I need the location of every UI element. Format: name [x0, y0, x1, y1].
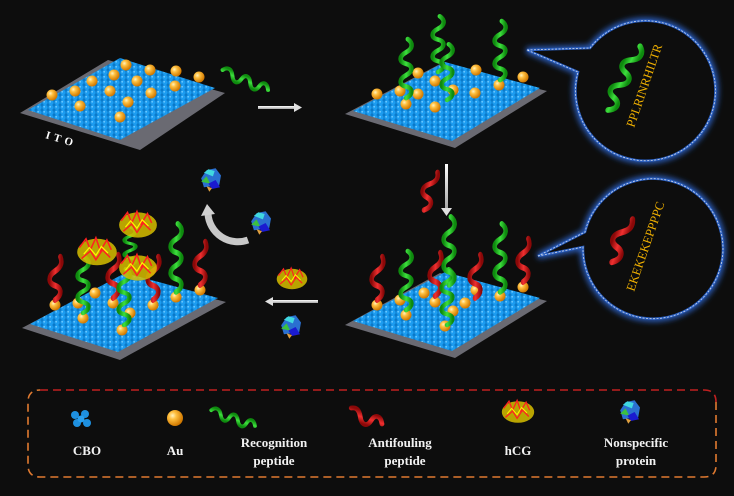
legend-label-nonspecific-2: protein: [616, 453, 657, 468]
arrow-right-1: [258, 103, 302, 112]
panel-ito-au: ITO: [20, 58, 225, 150]
panel-mixed-peptides: [345, 217, 547, 358]
ito-label: ITO: [44, 129, 78, 150]
hcg-reagent: [276, 267, 308, 290]
legend-label-recognition-2: peptide: [253, 453, 294, 468]
au-nanoparticles: [46, 59, 205, 123]
arrow-down: [441, 164, 452, 216]
callout-antifouling-sequence: EKEKEKEPPPPC: [536, 175, 726, 322]
cbo-layer: [28, 58, 215, 140]
legend-label-hcg: hCG: [505, 443, 532, 458]
cbo-cluster-icon: [71, 410, 91, 427]
antifouling-peptide-reagent: [419, 170, 439, 211]
legend-item-nonspecific-protein: Nonspecific protein: [604, 400, 669, 468]
panel-recognition-peptide: [345, 16, 547, 148]
au-nanoparticle-icon: [167, 410, 183, 426]
legend-label-recognition-1: Recognition: [241, 435, 308, 450]
green-helix-icon: [207, 405, 259, 433]
legend-item-recognition-peptide: Recognition peptide: [207, 405, 308, 468]
red-helix-icon: [348, 407, 384, 429]
nonspecific-protein-reagent: [281, 315, 301, 339]
legend: CBO Au Recognition peptide Antifouling p…: [27, 389, 717, 478]
legend-label-antifouling-1: Antifouling: [368, 435, 432, 450]
arrow-left: [265, 297, 318, 306]
legend-label-nonspecific-1: Nonspecific: [604, 435, 669, 450]
curved-arrow-release: [201, 204, 250, 246]
panel-hcg-bound: [22, 210, 226, 360]
legend-item-au: Au: [167, 410, 184, 458]
callout-recognition-sequence: PPLRINRHILTR: [525, 17, 719, 164]
legend-label-au: Au: [167, 443, 184, 458]
released-nonspecific-protein-2: [251, 211, 271, 235]
legend-item-hcg: hCG: [501, 399, 535, 458]
hcg-protein-icon: [501, 399, 535, 424]
nonspecific-protein-icon: [620, 400, 640, 424]
legend-item-cbo: CBO: [71, 410, 101, 458]
recognition-peptide-reagent: [220, 67, 270, 95]
legend-item-antifouling-peptide: Antifouling peptide: [348, 407, 432, 468]
legend-label-antifouling-2: peptide: [384, 453, 425, 468]
legend-label-cbo: CBO: [73, 443, 101, 458]
released-nonspecific-protein-1: [201, 168, 221, 192]
